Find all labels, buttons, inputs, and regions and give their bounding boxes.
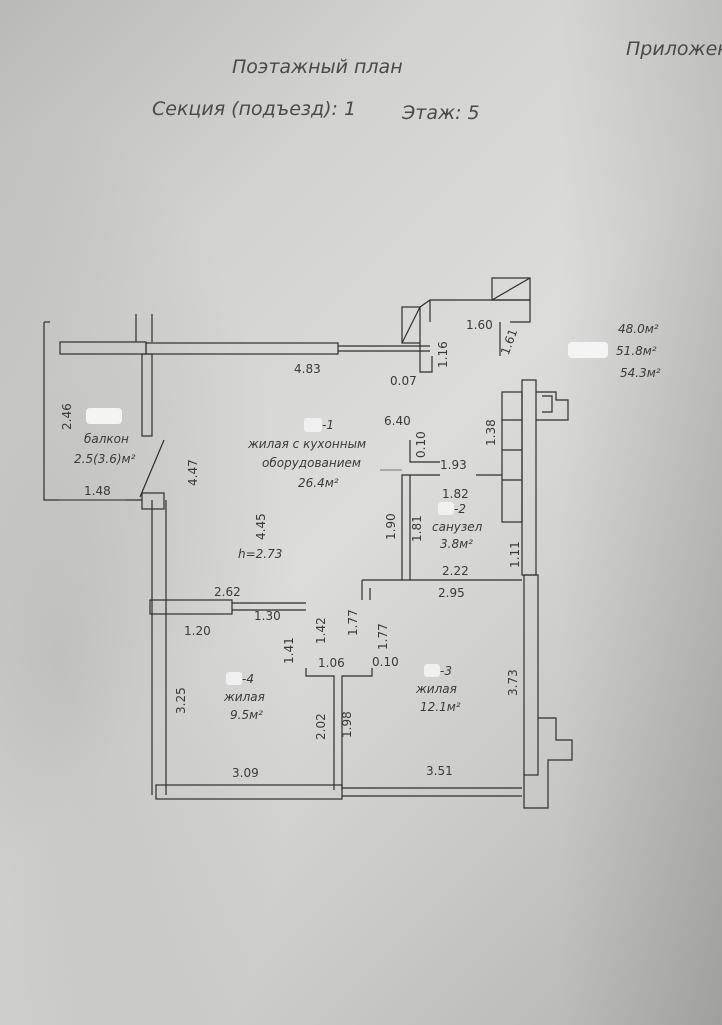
wall-room3-room4 (305, 668, 335, 790)
dim-2-62: 2.62 (214, 585, 241, 599)
room1-number: -1 (322, 418, 334, 432)
dim-3-51: 3.51 (426, 764, 453, 778)
wall-top-left (59, 341, 147, 355)
section-label: Секция (подъезд): 1 (152, 98, 357, 120)
dim-1-81: 1.81 (410, 515, 424, 542)
shaft-top-right (491, 277, 531, 301)
dim-1-98: 1.98 (340, 711, 354, 738)
plan-title: Поэтажный план (232, 56, 403, 78)
area-total-1: 48.0м² (618, 322, 659, 336)
balcony-area: 2.5(3.6)м² (74, 452, 136, 466)
room1-name-line1: жилая с кухонным (248, 437, 367, 451)
floor-label: Этаж: 5 (402, 102, 480, 124)
room2-name: санузел (432, 520, 483, 534)
wall-right-top (521, 379, 537, 576)
wall-right-bottom (523, 574, 539, 776)
dim-4-47: 4.47 (186, 459, 200, 486)
shadow-overlay (0, 120, 300, 1025)
dim-1-60: 1.60 (466, 318, 493, 332)
dim-2-02: 2.02 (314, 713, 328, 740)
room3-name: жилая (416, 682, 457, 696)
dim-1-20: 1.20 (184, 624, 211, 638)
room2-number: -2 (454, 502, 466, 516)
dim-1-16: 1.16 (436, 341, 450, 368)
room4-number: -4 (242, 672, 254, 686)
dim-1-93: 1.93 (440, 458, 467, 472)
dim-2-22: 2.22 (442, 564, 469, 578)
room1-area: 26.4м² (298, 476, 339, 490)
dim-3-09: 3.09 (232, 766, 259, 780)
dim-6-40: 6.40 (384, 414, 411, 428)
dim-3-73: 3.73 (506, 669, 520, 696)
dim-4-45: 4.45 (254, 513, 268, 540)
room4-area: 9.5м² (230, 708, 263, 722)
dim-0-10-b: 0.10 (372, 655, 399, 669)
balcony-door-post (141, 492, 165, 510)
dim-1-42: 1.42 (314, 617, 328, 644)
dim-0-07: 0.07 (390, 374, 417, 388)
dim-1-06: 1.06 (318, 656, 345, 670)
shaft-top (401, 306, 421, 344)
wall-balcony-column (141, 353, 153, 437)
wall-partition (149, 599, 233, 615)
room3-number: -3 (440, 664, 452, 678)
shadow-overlay-right (560, 0, 722, 1025)
dim-1-11: 1.11 (508, 541, 522, 568)
room3-area: 12.1м² (420, 700, 461, 714)
dim-0-10-a: 0.10 (414, 431, 428, 458)
area-total-2: 51.8м² (616, 344, 657, 358)
dim-1-77-a: 1.77 (346, 609, 360, 636)
balcony-name: балкон (84, 432, 129, 446)
dim-1-77-b: 1.77 (376, 623, 390, 650)
vent-shaft (501, 391, 523, 523)
dim-1-41: 1.41 (282, 637, 296, 664)
wall-bottom-left (155, 784, 343, 800)
dim-1-82: 1.82 (442, 487, 469, 501)
ceiling-height: h=2.73 (238, 547, 283, 561)
dim-4-83: 4.83 (294, 362, 321, 376)
wall-bathroom (401, 474, 440, 580)
dim-1-38: 1.38 (484, 419, 498, 446)
dim-2-46: 2.46 (60, 403, 74, 430)
dim-2-95: 2.95 (438, 586, 465, 600)
room2-area: 3.8м² (440, 537, 473, 551)
room1-name-line2: оборудованием (262, 456, 361, 470)
dim-1-30: 1.30 (254, 609, 281, 623)
area-total-3: 54.3м² (620, 366, 661, 380)
dim-3-25: 3.25 (174, 687, 188, 714)
room4-name: жилая (224, 690, 265, 704)
dim-1-48: 1.48 (84, 484, 111, 498)
appendix-label: Приложен (626, 38, 722, 60)
wall-top-main (145, 342, 339, 355)
dim-1-90: 1.90 (384, 513, 398, 540)
